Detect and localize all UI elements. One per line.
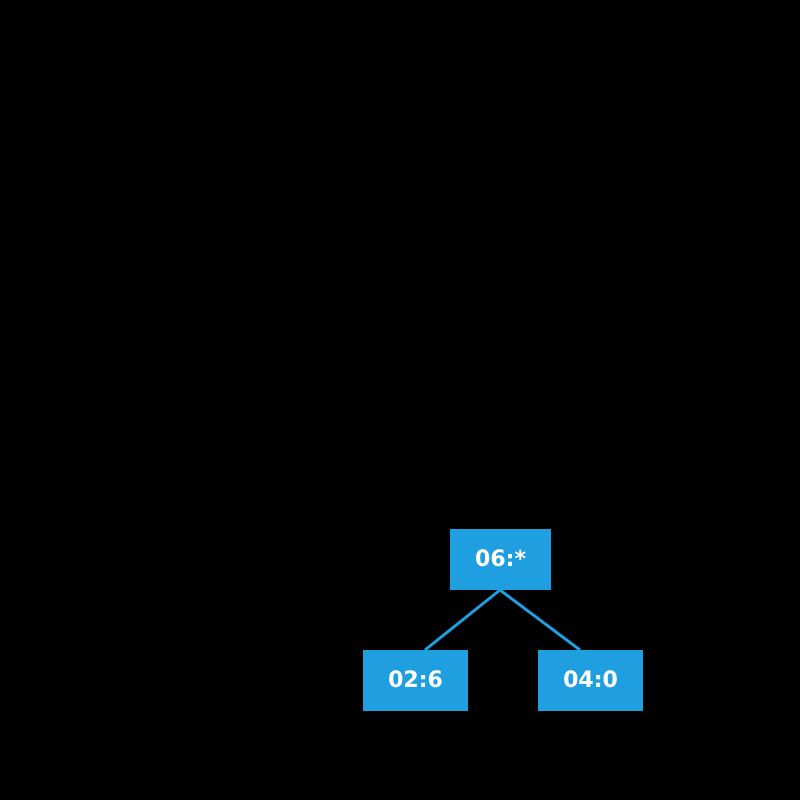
tree-node-root-label: 06:* [475, 546, 526, 572]
tree-node-right-child-label: 04:0 [563, 667, 618, 693]
tree-node-right-child[interactable]: 04:0 [538, 650, 643, 711]
tree-node-left-child[interactable]: 02:6 [363, 650, 468, 711]
edge-root-to-right [499, 588, 581, 652]
edge-root-to-left [424, 588, 501, 652]
tree-node-root[interactable]: 06:* [450, 529, 551, 590]
tree-node-left-child-label: 02:6 [388, 667, 443, 693]
